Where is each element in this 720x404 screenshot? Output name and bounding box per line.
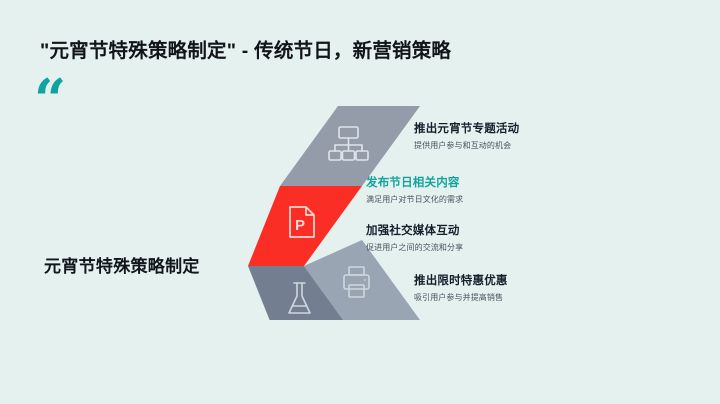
page-title: "元宵节特殊策略制定" - 传统节日，新营销策略	[40, 40, 452, 62]
list-item[interactable]: 加强社交媒体互动 促进用户之间的交流和分享	[366, 224, 463, 253]
chevron-band-3[interactable]	[248, 242, 362, 320]
flask-icon	[288, 282, 311, 314]
chevron-band-2[interactable]: P	[248, 186, 362, 266]
list-item[interactable]: 推出限时特惠优惠 吸引用户参与并提高销售	[414, 274, 508, 303]
list-item[interactable]: 推出元宵节专题活动 提供用户参与和互动的机会	[414, 122, 519, 151]
svg-text:P: P	[295, 217, 305, 234]
item-title: 加强社交媒体互动	[366, 225, 460, 237]
chevron-diagram: P	[248, 106, 420, 320]
item-title: 推出限时特惠优惠	[414, 275, 508, 287]
presentation-file-icon: P	[289, 206, 315, 238]
item-description: 吸引用户参与并提高销售	[414, 292, 504, 302]
chevron-band-4[interactable]	[280, 240, 420, 320]
org-chart-icon	[328, 126, 369, 161]
printer-icon	[343, 266, 370, 298]
left-heading: 元宵节特殊策略制定	[44, 257, 200, 276]
item-title: 推出元宵节专题活动	[414, 123, 520, 135]
item-description: 提供用户参与和互动的机会	[414, 140, 512, 150]
item-description: 促进用户之间的交流和分享	[366, 242, 464, 252]
list-item[interactable]: 发布节日相关内容 满足用户对节日文化的需求	[366, 176, 463, 205]
quote-mark-icon: “	[34, 67, 67, 133]
chevron-band-1[interactable]	[280, 106, 420, 186]
item-title: 发布节日相关内容	[366, 177, 460, 189]
item-description: 满足用户对节日文化的需求	[366, 194, 464, 204]
